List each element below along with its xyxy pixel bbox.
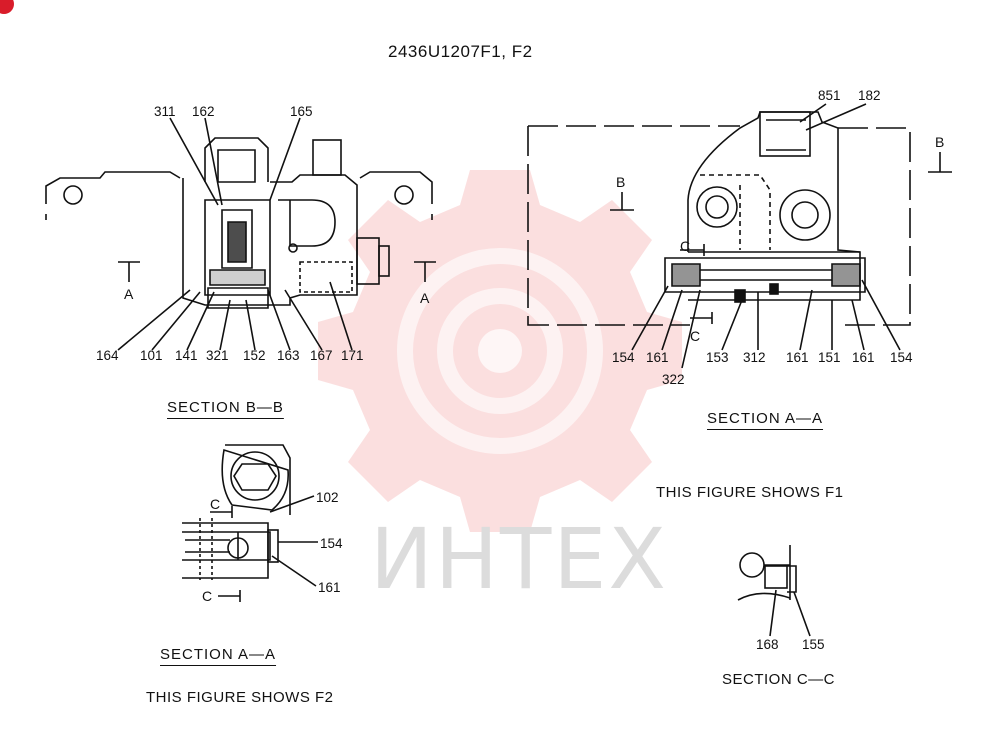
callout-154-right: 154 [890, 350, 913, 365]
callout-163: 163 [277, 348, 300, 363]
cut-marker-b-right: B [935, 134, 945, 150]
callout-165: 165 [290, 104, 313, 119]
section-aa-f2-title: SECTION A—A [160, 646, 277, 663]
callout-322: 322 [662, 372, 685, 387]
callout-155: 155 [802, 637, 825, 652]
section-cc-title: SECTION C—C [722, 671, 836, 688]
callout-164: 164 [96, 348, 119, 363]
cut-marker-c-bottom: C [690, 328, 701, 344]
callout-162: 162 [192, 104, 215, 119]
callout-151: 151 [818, 350, 841, 365]
callout-102: 102 [316, 490, 339, 505]
cut-marker-c-top: C [680, 238, 691, 254]
section-bb-title: SECTION B—B [167, 399, 284, 416]
callout-168: 168 [756, 637, 779, 652]
corner-badge [0, 0, 14, 14]
cut-marker-b-left: B [616, 174, 626, 190]
callout-312: 312 [743, 350, 766, 365]
callout-161-f2: 161 [318, 580, 341, 595]
callout-161-c: 161 [852, 350, 875, 365]
callout-154-f2: 154 [320, 536, 343, 551]
callout-101: 101 [140, 348, 163, 363]
callout-311: 311 [154, 104, 176, 119]
callout-182: 182 [858, 88, 881, 103]
cut-marker-c-f2-top: C [210, 496, 221, 512]
cut-marker-a-right: A [420, 290, 430, 306]
callout-141: 141 [175, 348, 198, 363]
section-aa-f2-caption: THIS FIGURE SHOWS F2 [146, 689, 334, 706]
section-aa-f1-title: SECTION A—A [707, 410, 824, 427]
callout-161-a: 161 [646, 350, 669, 365]
callout-171: 171 [341, 348, 364, 363]
callout-321: 321 [206, 348, 229, 363]
watermark-text: ИНТЕХ [370, 510, 668, 608]
callout-167: 167 [310, 348, 333, 363]
cut-marker-c-f2-bottom: C [202, 588, 213, 604]
callout-154-left: 154 [612, 350, 635, 365]
callout-153: 153 [706, 350, 729, 365]
callout-851: 851 [818, 88, 841, 103]
section-aa-f1-caption: THIS FIGURE SHOWS F1 [656, 484, 844, 501]
callout-161-b: 161 [786, 350, 809, 365]
cut-marker-a-left: A [124, 286, 134, 302]
callout-152: 152 [243, 348, 266, 363]
drawing-title: 2436U1207F1, F2 [388, 42, 533, 61]
